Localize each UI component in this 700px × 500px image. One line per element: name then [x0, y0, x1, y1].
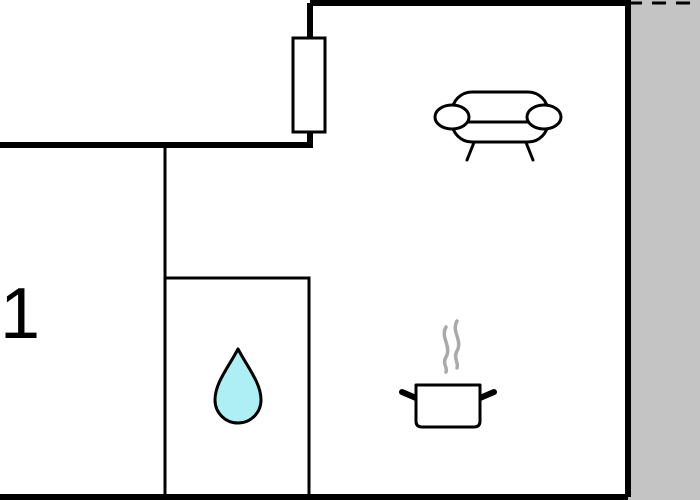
sofa-icon: [433, 90, 563, 162]
window-icon: [291, 36, 327, 134]
cooking-pot-icon: [399, 319, 497, 429]
steam-lines: [442, 319, 461, 374]
water-drop-icon: [213, 347, 263, 425]
interior-partitions: [163, 145, 311, 497]
room-number: 1: [0, 274, 40, 354]
outdoor-area: [628, 0, 700, 500]
bathroom-walls: [165, 276, 311, 497]
